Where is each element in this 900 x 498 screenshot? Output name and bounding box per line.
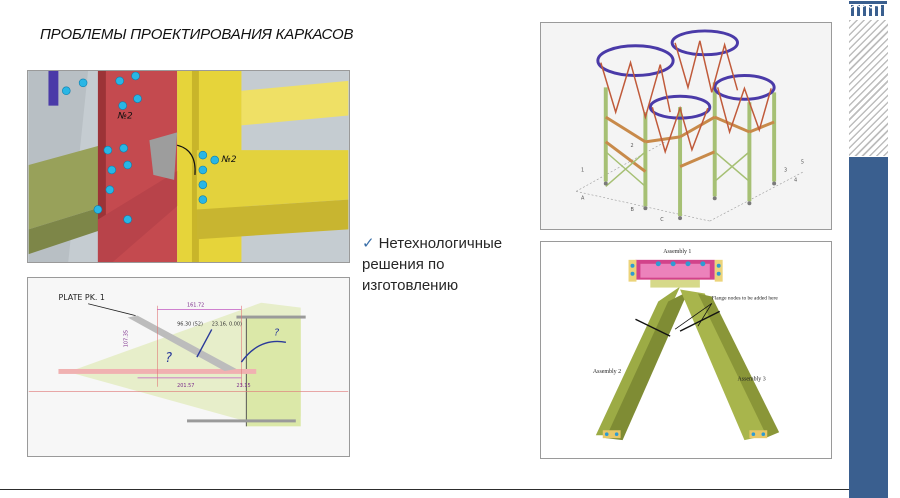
- assembly-1-label: Assembly 1: [663, 249, 691, 255]
- frame-axis-b: B: [631, 207, 635, 213]
- bullet-point: ✓Нетехнологичные решения по изготовлению: [362, 233, 537, 296]
- assembly-2-label: Assembly 2: [593, 369, 621, 375]
- bullet-text: Нетехнологичные решения по изготовлению: [362, 235, 503, 294]
- plate-drawing-figure: PLATE PK. 1 161.72 96.30 (52) 23.16, 0.0…: [27, 277, 350, 457]
- flange-note-label: Flange nodes to be added here: [712, 295, 779, 301]
- frame-axis-5: 5: [801, 160, 804, 166]
- connection-3d-figure: №2 №2: [27, 70, 350, 263]
- plate-dim-4: 201.57: [177, 383, 194, 389]
- logo-icon: [848, 0, 888, 17]
- plate-question-1: ?: [165, 351, 172, 366]
- plate-drawing: PLATE PK. 1 161.72 96.30 (52) 23.16, 0.0…: [28, 278, 349, 456]
- plate-title-label: PLATE PK. 1: [58, 293, 105, 302]
- assembly-drawing: Assembly 1 Flange nodes to be added here…: [541, 242, 831, 458]
- frame-axis-c: C: [660, 217, 664, 223]
- plate-dim-2: 96.30 (52): [177, 321, 203, 327]
- frame-axis-2: 2: [631, 143, 634, 149]
- check-icon: ✓: [362, 235, 375, 252]
- footer-divider: [0, 489, 849, 490]
- plate-dim-5: 23.15: [236, 383, 250, 389]
- sidebar-hatch-decoration: [849, 20, 888, 156]
- assembly-drawing-figure: Assembly 1 Flange nodes to be added here…: [540, 241, 832, 459]
- plate-dim-6: 107.35: [124, 330, 130, 347]
- plate-question-2: ?: [274, 327, 280, 338]
- plate-dim-1: 161.72: [187, 303, 204, 309]
- frame-axis-4: 4: [794, 177, 797, 183]
- connection-label-2: №2: [221, 155, 237, 165]
- plate-dim-3: 23.16, 0.00): [212, 321, 242, 327]
- frame-axis-a: A: [581, 195, 585, 201]
- frame-axis-3: 3: [784, 168, 787, 174]
- frame-3d-figure: A B C 1 2 3 4 5: [540, 22, 832, 230]
- connection-3d-drawing: №2 №2: [28, 71, 349, 262]
- frame-3d-drawing: A B C 1 2 3 4 5: [541, 23, 831, 229]
- slide-title: ПРОБЛЕМЫ ПРОЕКТИРОВАНИЯ КАРКАСОВ: [40, 26, 354, 43]
- sidebar-blue-band: [849, 157, 888, 498]
- connection-label-1: №2: [117, 112, 133, 122]
- frame-axis-1: 1: [581, 168, 584, 174]
- assembly-3-label: Assembly 3: [738, 377, 766, 383]
